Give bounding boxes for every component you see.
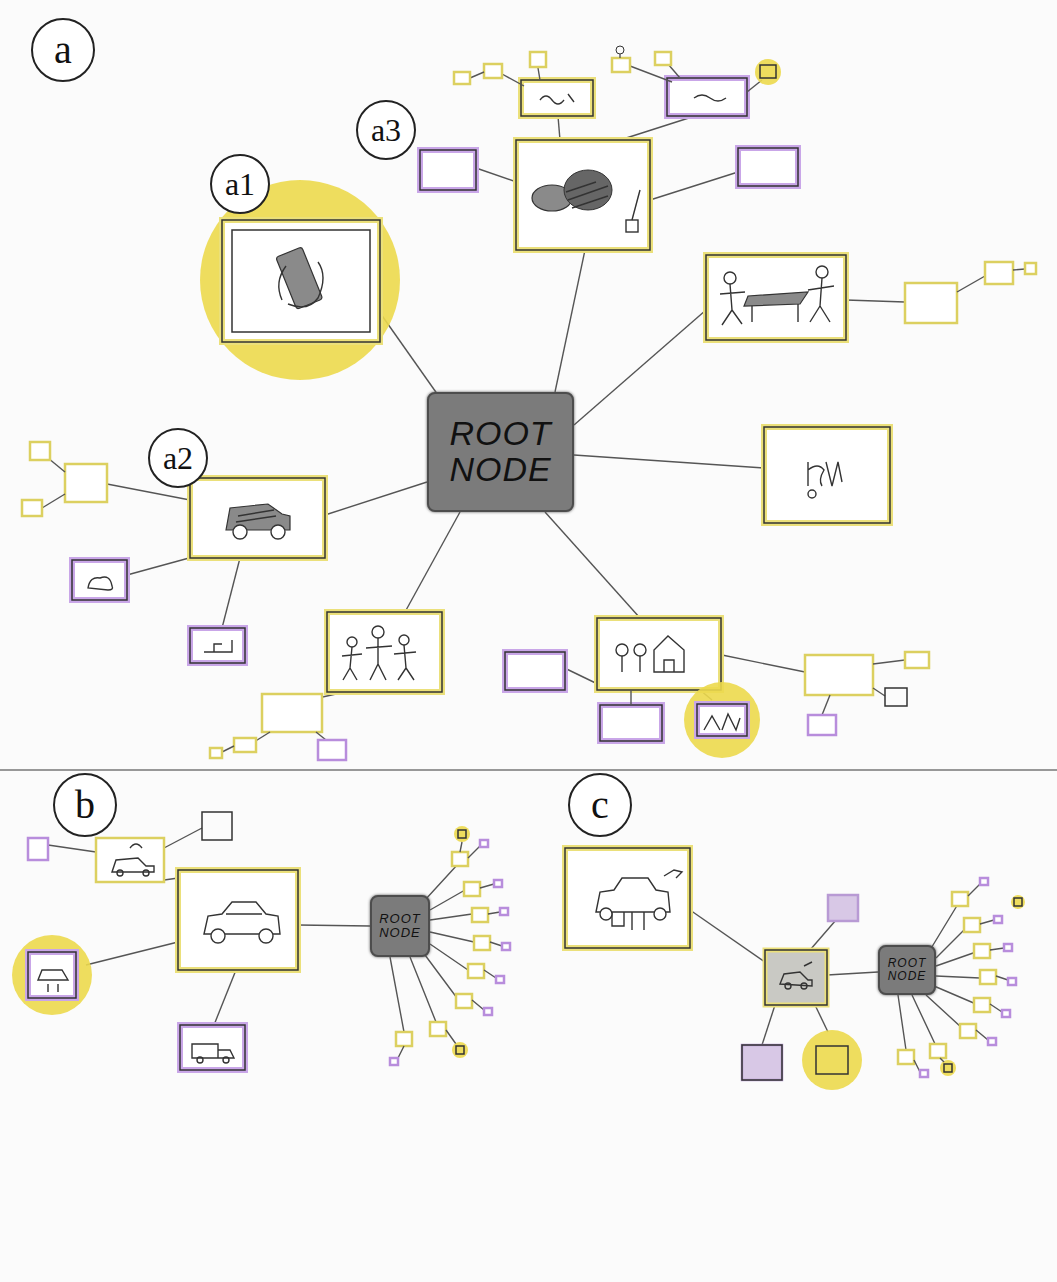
node-label: ROOT NODE [437,416,564,487]
callout-label: c [568,773,632,837]
panel-b-sketch [12,812,510,1070]
callout-label: a2 [148,428,208,488]
panel-a-sketch [22,46,1036,760]
root-node: ROOT NODE [370,895,430,957]
callout-label: a [31,18,95,82]
callout-label: a3 [356,100,416,160]
panel-c-sketch [565,848,1025,1090]
callout-label: a1 [210,154,270,214]
panel-separator [0,769,1057,771]
node-label: ROOT NODE [376,912,424,939]
root-node: ROOT NODE [427,392,574,512]
callout-label: b [53,773,117,837]
node-label: ROOT NODE [884,957,930,982]
root-node: ROOT NODE [878,945,936,995]
